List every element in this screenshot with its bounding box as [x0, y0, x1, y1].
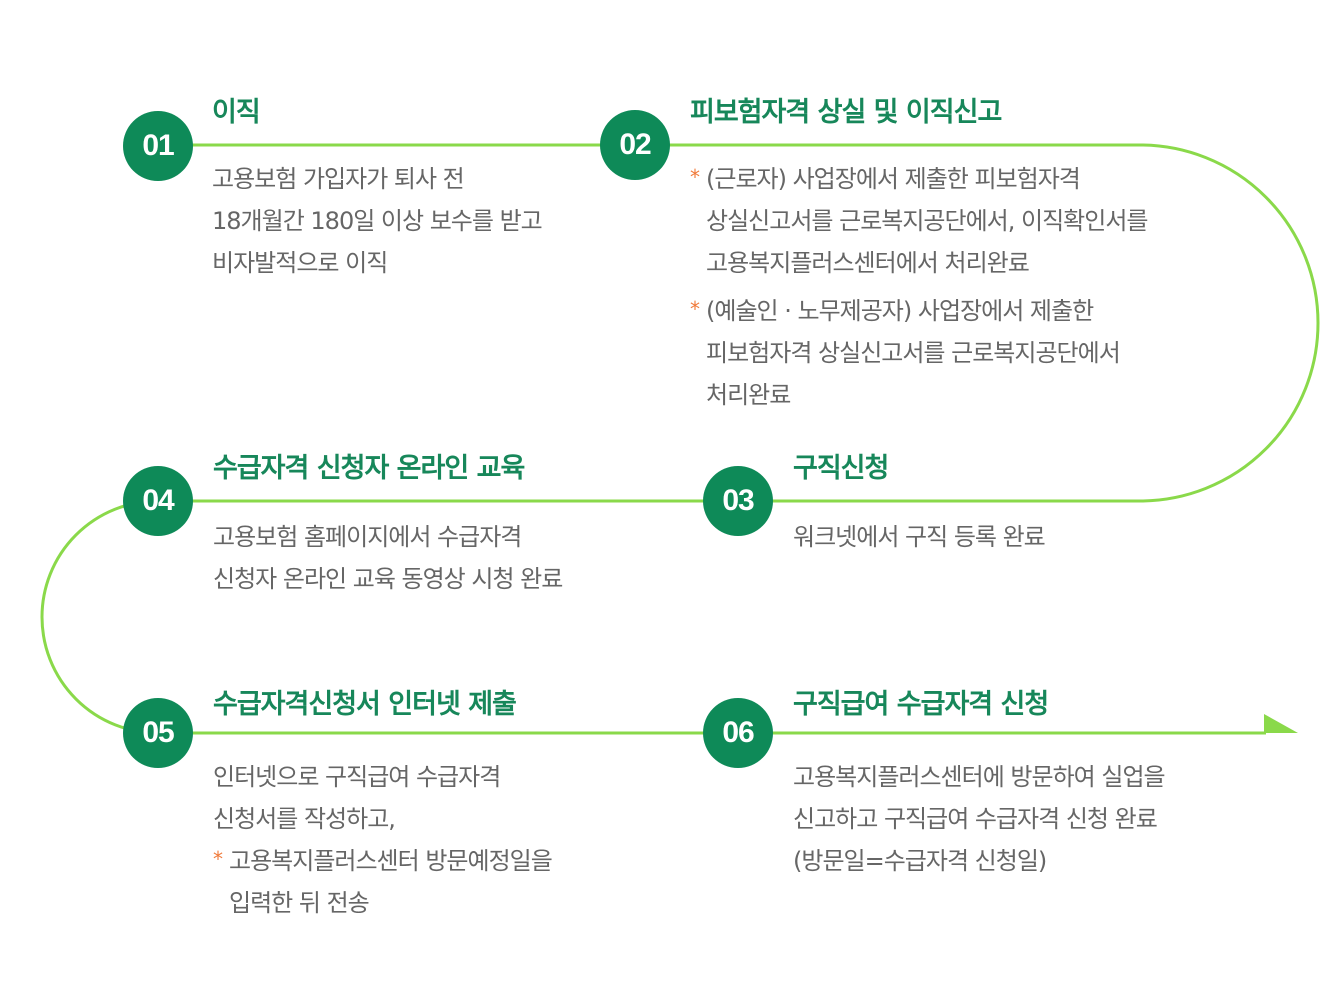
step-title: 수급자격 신청자 온라인 교육 — [213, 453, 525, 484]
description-line: 워크넷에서 구직 등록 완료 — [793, 523, 1046, 551]
step-title: 구직신청 — [793, 453, 889, 484]
description-line: 인터넷으로 구직급여 수급자격 — [213, 763, 501, 791]
step-description: 고용보험 가입자가 퇴사 전 18개월간 180일 이상 보수를 받고 비자발적… — [212, 158, 543, 284]
description-line: (근로자) 사업장에서 제출한 피보험자격 — [706, 165, 1081, 193]
description-line: 고용복지플러스센터에서 처리완료 — [706, 249, 1030, 277]
description-line: 고용보험 가입자가 퇴사 전 — [212, 165, 465, 193]
step-description: 고용복지플러스센터에 방문하여 실업을 신고하고 구직급여 수급자격 신청 완료… — [793, 756, 1166, 882]
step-title: 수급자격신청서 인터넷 제출 — [213, 689, 517, 720]
connector-line — [40, 143, 1320, 735]
footnote: * (예술인 · 노무제공자) 사업장에서 제출한 피보험자격 상실신고서를 근… — [690, 290, 1148, 416]
arrow-head-icon — [1264, 714, 1298, 733]
description-line: 피보험자격 상실신고서를 근로복지공단에서 — [706, 339, 1121, 367]
description-line: (방문일=수급자격 신청일) — [793, 847, 1047, 875]
description-line: 처리완료 — [706, 381, 791, 409]
step-description: 워크넷에서 구직 등록 완료 — [793, 516, 1046, 558]
description-line: 고용복지플러스센터에 방문하여 실업을 — [793, 763, 1166, 791]
description-line: 신청서를 작성하고, — [213, 805, 396, 833]
description-line: 고용보험 홈페이지에서 수급자격 — [213, 523, 522, 551]
footnote: * 고용복지플러스센터 방문예정일을 입력한 뒤 전송 — [213, 840, 553, 924]
step-title: 구직급여 수급자격 신청 — [793, 689, 1049, 720]
description-line: 신청자 온라인 교육 동영상 시청 완료 — [213, 565, 563, 593]
footnote: * (근로자) 사업장에서 제출한 피보험자격 상실신고서를 근로복지공단에서,… — [690, 158, 1148, 284]
asterisk-icon: * — [213, 847, 223, 871]
step-number-badge: 04 — [123, 466, 193, 536]
description-line: 고용복지플러스센터 방문예정일을 — [229, 847, 553, 875]
step-title: 피보험자격 상실 및 이직신고 — [690, 97, 1002, 128]
description-line: 신고하고 구직급여 수급자격 신청 완료 — [793, 805, 1158, 833]
step-description: 고용보험 홈페이지에서 수급자격 신청자 온라인 교육 동영상 시청 완료 — [213, 516, 563, 600]
step-number-badge: 03 — [703, 466, 773, 536]
step-description: 인터넷으로 구직급여 수급자격 신청서를 작성하고, * 고용복지플러스센터 방… — [213, 756, 553, 924]
asterisk-icon: * — [690, 165, 700, 189]
description-line: 입력한 뒤 전송 — [229, 889, 370, 917]
step-number-badge: 01 — [123, 111, 193, 181]
step-description: * (근로자) 사업장에서 제출한 피보험자격 상실신고서를 근로복지공단에서,… — [690, 158, 1148, 416]
description-line: 18개월간 180일 이상 보수를 받고 — [212, 207, 543, 235]
step-number-badge: 02 — [600, 110, 670, 180]
step-number-badge: 06 — [703, 698, 773, 768]
asterisk-icon: * — [690, 297, 700, 321]
step-title: 이직 — [212, 97, 261, 128]
description-line: 비자발적으로 이직 — [212, 249, 388, 277]
step-number-badge: 05 — [123, 698, 193, 768]
description-line: (예술인 · 노무제공자) 사업장에서 제출한 — [706, 297, 1094, 325]
description-line: 상실신고서를 근로복지공단에서, 이직확인서를 — [706, 207, 1148, 235]
